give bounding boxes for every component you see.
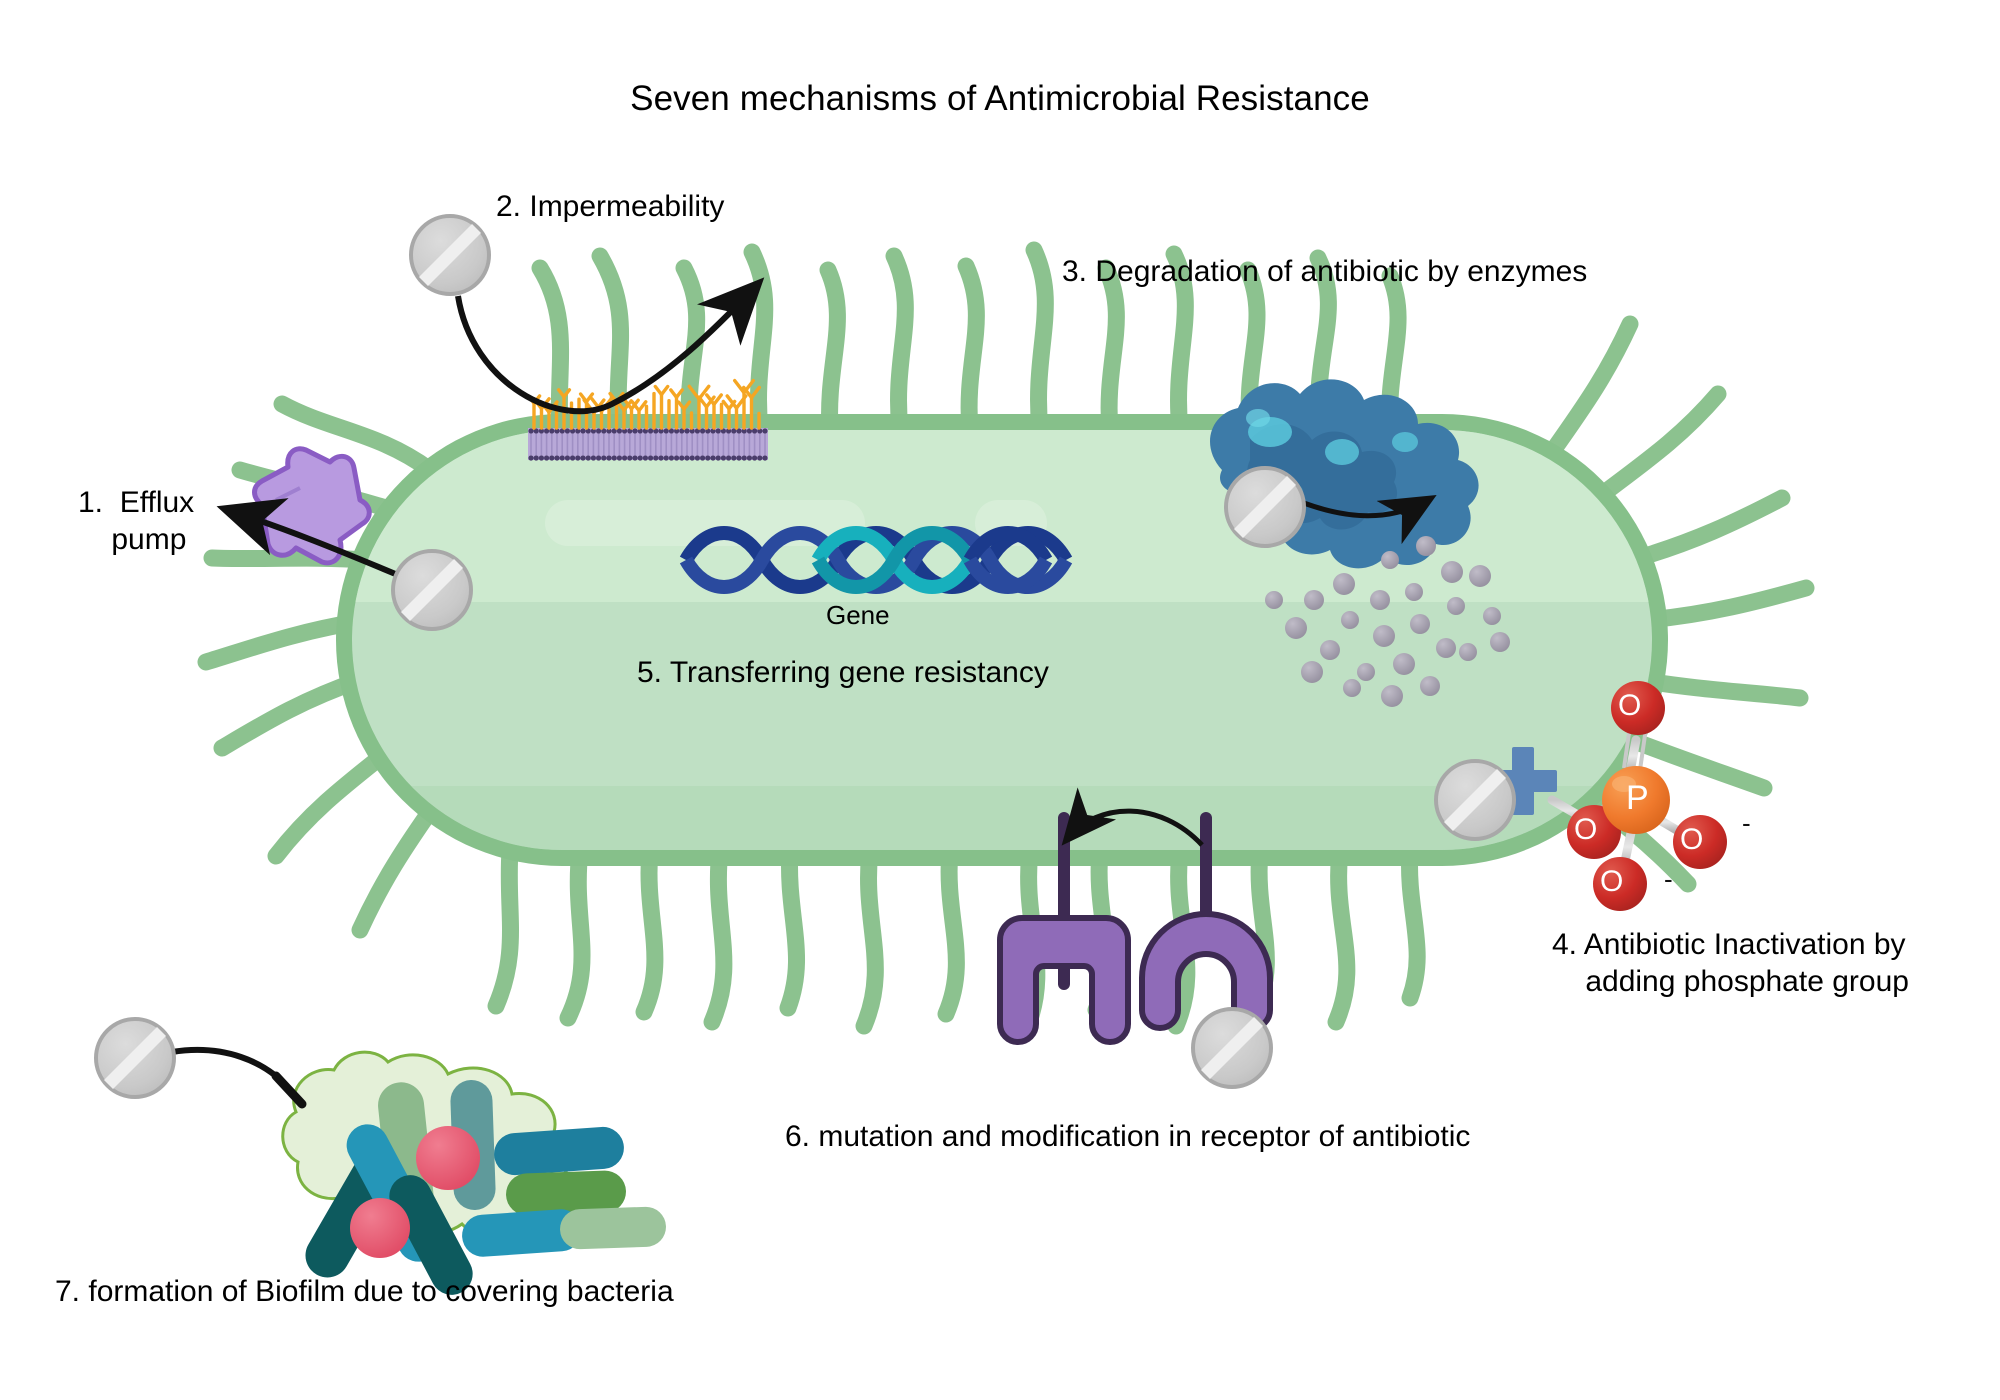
label-mechanism-2-impermeability: 2. Impermeability (496, 190, 725, 223)
label-gene: Gene (826, 600, 890, 630)
debris-particles (1265, 536, 1510, 707)
charge-label-right: - (1742, 808, 1751, 838)
lps-chains (526, 378, 761, 430)
label-mechanism-4-inactivation: 4. Antibiotic Inactivation by adding pho… (1552, 928, 1909, 998)
debris-particle (1405, 583, 1423, 601)
debris-particle (1301, 661, 1323, 683)
membrane-bilayer-group (526, 378, 768, 461)
label-mechanism-1-efflux-pump: 1. Efflux pump (78, 486, 195, 556)
debris-particle (1341, 611, 1359, 629)
arrow-receptor-mutation (1061, 787, 1204, 847)
arrow-efflux (216, 498, 412, 583)
debris-particle (1490, 632, 1510, 652)
charge-label-bottom: - (1664, 864, 1673, 894)
atom-label-phosphorus: P (1626, 779, 1649, 817)
efflux-pump-group (252, 446, 372, 566)
biofilm-bacteria (305, 1080, 666, 1295)
biofilm-group (281, 1050, 666, 1295)
atom-label-oxygen-top: O (1618, 689, 1642, 722)
debris-particle (1483, 607, 1501, 625)
antibiotic-pills (94, 214, 1516, 1099)
debris-particle (1320, 640, 1340, 660)
debris-particle (1373, 625, 1395, 647)
pill-impermeability (409, 214, 491, 296)
debris-particle (1416, 536, 1436, 556)
debris-particle (1285, 617, 1307, 639)
oxygen-atom-bottom (1593, 857, 1647, 911)
pill-phosphate (1434, 759, 1516, 841)
pill-receptor (1191, 1007, 1273, 1089)
debris-particle (1393, 653, 1415, 675)
arrow-biofilm (171, 1046, 307, 1109)
pill-biofilm (94, 1017, 176, 1099)
debris-particle (1381, 551, 1399, 569)
pill-efflux (391, 549, 473, 631)
debris-particle (1469, 565, 1491, 587)
arrow-degradation (1295, 494, 1437, 545)
debris-particle (1333, 573, 1355, 595)
dna-helix (679, 526, 1073, 594)
pill-enzyme (1224, 466, 1306, 548)
debris-particle (1304, 590, 1324, 610)
oxygen-atom-right (1673, 815, 1727, 869)
debris-particle (1459, 643, 1477, 661)
debris-particle (1420, 676, 1440, 696)
debris-particle (1441, 561, 1463, 583)
label-mechanism-7-biofilm: 7. formation of Biofilm due to covering … (55, 1275, 674, 1308)
oxygen-atom-top (1611, 681, 1665, 735)
arrow-impermeability (455, 277, 765, 415)
debris-particle (1381, 685, 1403, 707)
atom-label-oxygen-bottom: O (1600, 865, 1624, 898)
receptor-group (997, 812, 1273, 1045)
atom-label-oxygen-right: O (1680, 823, 1704, 856)
page-title: Seven mechanisms of Antimicrobial Resist… (630, 79, 1370, 118)
label-mechanism-5-gene-transfer: 5. Transferring gene resistancy (637, 656, 1049, 689)
debris-particle (1447, 597, 1465, 615)
debris-particle (1410, 614, 1430, 634)
label-mechanism-6-receptor-mutation: 6. mutation and modification in receptor… (785, 1120, 1471, 1153)
debris-particle (1265, 591, 1283, 609)
debris-particle (1436, 638, 1456, 658)
debris-particle (1370, 590, 1390, 610)
atom-label-oxygen-left: O (1574, 813, 1598, 846)
debris-particle (1343, 679, 1361, 697)
debris-particle (1357, 663, 1375, 681)
label-mechanism-3-degradation: 3. Degradation of antibiotic by enzymes (1062, 255, 1588, 288)
